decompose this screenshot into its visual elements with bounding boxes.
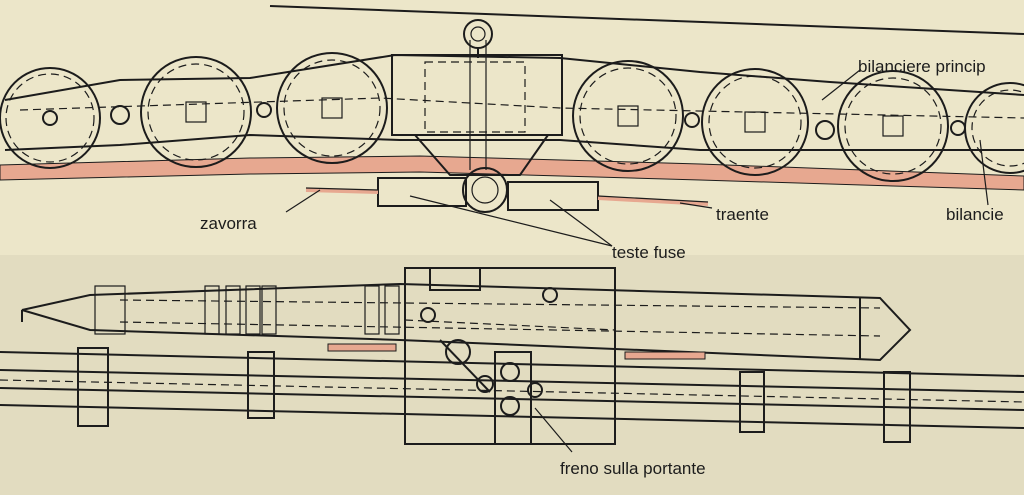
balancer-centerline — [19, 97, 1024, 119]
leader-bilanciere — [979, 139, 989, 206]
pivot — [110, 105, 130, 125]
label-traente: traente — [716, 205, 769, 224]
label-bilanciere-principale: bilanciere princip — [858, 57, 986, 76]
shadow-area — [0, 255, 1024, 495]
leader-teste-fuse-2 — [549, 199, 613, 247]
pivot — [684, 112, 700, 128]
label-bilanciere: bilancie — [946, 205, 1004, 224]
wheel — [0, 67, 101, 169]
label-teste-fuse: teste fuse — [612, 243, 686, 262]
wheel — [701, 68, 809, 176]
central-hanger — [391, 40, 563, 213]
wheel — [140, 56, 252, 168]
leader-teste-fuse-1 — [409, 195, 613, 247]
leader-freno — [534, 407, 573, 453]
wheel — [572, 60, 684, 172]
leader-bilanciere-principale — [821, 69, 861, 101]
upper-rail-line — [269, 5, 1024, 35]
lower-carriage — [0, 267, 1024, 445]
pivot — [256, 102, 272, 118]
wheel — [276, 52, 388, 164]
socket-heads — [305, 177, 709, 211]
pivot — [815, 120, 835, 140]
label-freno: freno sulla portante — [560, 459, 706, 478]
leader-zavorra — [285, 189, 321, 213]
leader-traente — [679, 202, 713, 209]
wheel — [837, 70, 949, 182]
carrying-rope — [0, 155, 1024, 191]
label-zavorra: zavorra — [200, 214, 257, 233]
lifting-ring — [463, 19, 493, 58]
wheel — [964, 82, 1024, 174]
pivot — [950, 120, 966, 136]
bottom-balancer-edge — [4, 133, 1024, 151]
